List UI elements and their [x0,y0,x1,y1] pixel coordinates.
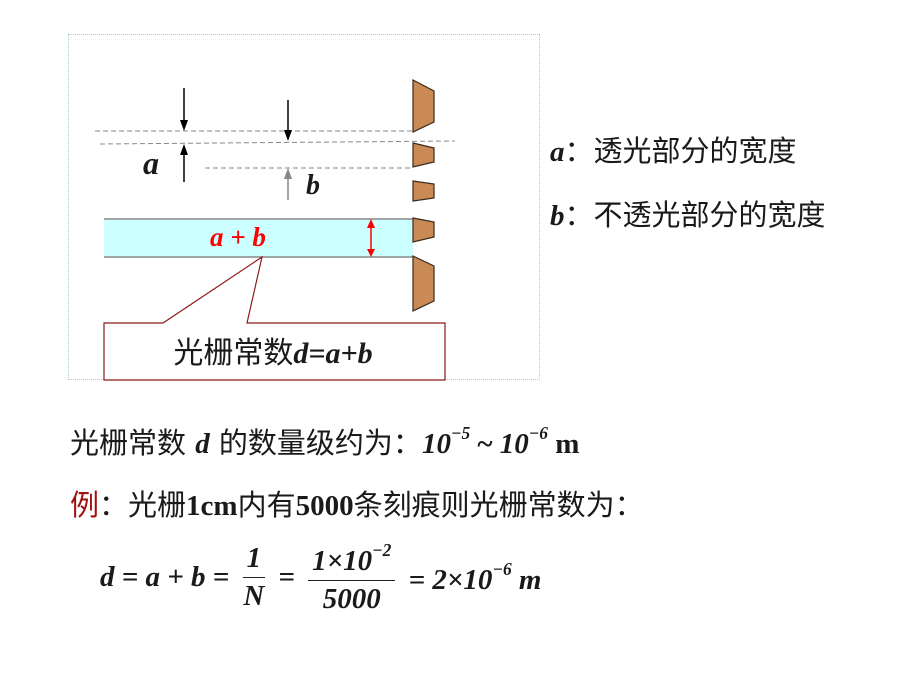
example-count: 5000 [295,490,354,522]
fraction-1-over-n: 1 N [242,542,266,613]
power-exp-2: −6 [528,423,548,444]
example-length: 1cm [186,490,238,522]
callout-prefix: 光栅常数 [173,336,294,371]
legend-var: b [550,200,565,232]
legend-text: 透光部分的宽度 [593,134,797,168]
frac1-denominator: N [243,580,265,613]
legend-sep: ： [564,198,594,232]
example-text: 光栅 [128,488,187,522]
frac2-numerator: 1×10−2 [308,540,396,581]
tilde: ~ [470,428,500,460]
power-exp-1: −5 [450,423,471,444]
callout-formula: d=a+b [293,337,373,370]
legend-var: a [550,136,565,168]
legend-sep: ： [564,134,594,168]
example-line: 例：光栅1cm内有5000条刻痕则光栅常数为： [70,482,644,524]
magnitude-prefix: 光栅常数 [70,426,196,460]
callout-grating-constant: 光栅常数d=a+b [108,330,438,378]
frac2-denominator: 5000 [322,582,381,615]
legend-a: a：透光部分的宽度 [550,128,797,170]
frac2-num-base: 1×10 [312,544,373,577]
equals: = [278,561,295,594]
rhs-unit: m [511,563,542,596]
frac2-num-exp: −2 [372,540,392,560]
label-b: b [306,170,320,201]
formula: d = a + b = 1 N = 1×10−2 5000 = 2×10−6 m [100,540,541,630]
formula-lhs: d = a + b = [100,561,230,594]
legend-b: b：不透光部分的宽度 [550,192,826,234]
example-text: 条刻痕则光栅常数为： [353,488,644,522]
grating-blocks [412,79,435,312]
formula-rhs: = 2×10−6 m [409,559,542,597]
legend-text: 不透光部分的宽度 [593,198,826,232]
power-base-2: 10 [499,428,529,460]
magnitude-line: 光栅常数 d 的数量级约为：10−5 ~ 10−6 m [70,420,579,462]
label-a-plus-b: a + b [210,222,266,252]
example-text: 内有 [237,488,296,522]
example-label: 例 [70,488,100,522]
magnitude-mid: 的数量级约为： [209,426,422,460]
rhs-base: = 2×10 [408,563,493,596]
power-base-1: 10 [421,428,451,460]
example-colon: ： [99,488,129,522]
label-a: a [143,145,159,181]
rhs-exp: −6 [492,559,512,579]
unit: m [548,428,580,460]
magnitude-var: d [195,428,210,460]
fraction-value: 1×10−2 5000 [308,540,396,616]
frac1-numerator: 1 [242,542,266,579]
